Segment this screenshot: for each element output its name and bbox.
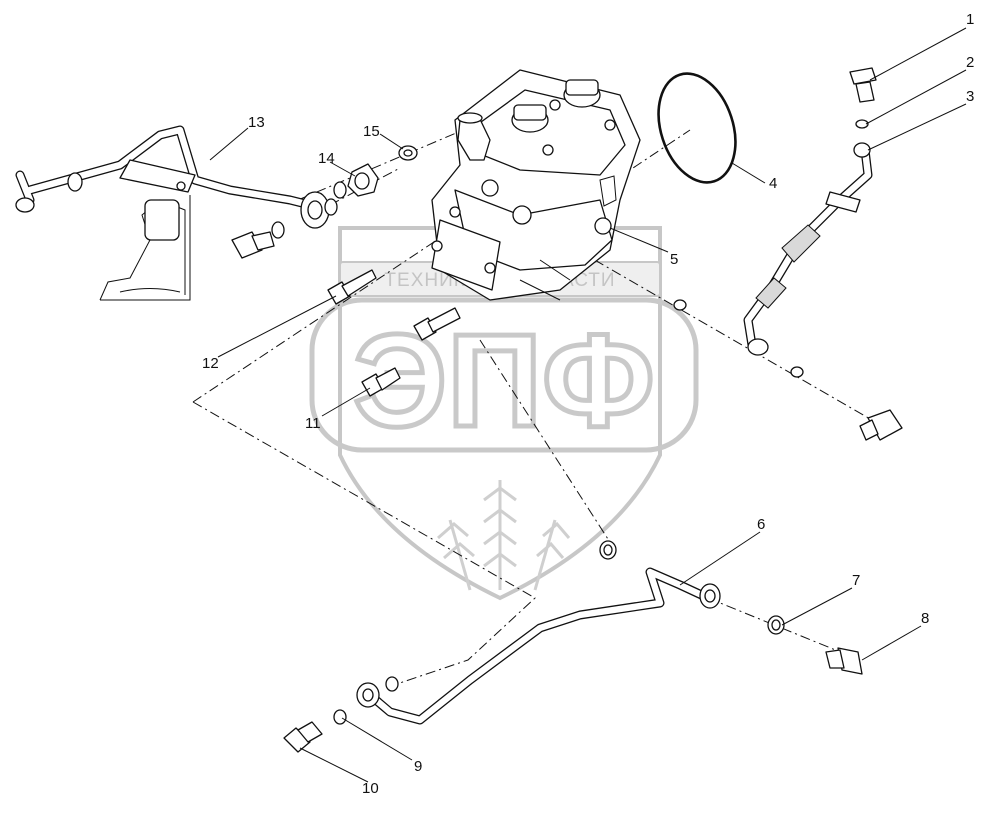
inset-cap <box>144 199 180 241</box>
callout-2: 2 <box>966 54 974 71</box>
part-10-banjo-bolt <box>283 721 323 753</box>
fuel-pump-body <box>431 69 641 301</box>
inset-frame <box>100 195 191 301</box>
leader-lines <box>209 27 967 783</box>
part-1-banjo-bolt <box>849 67 877 103</box>
pipe-3-sleeve <box>781 224 821 263</box>
callout-9: 9 <box>414 758 422 775</box>
right-banjo-bolt <box>859 409 903 441</box>
part-7-washer <box>767 615 785 635</box>
part-12-bolt <box>327 269 377 305</box>
callout-15: 15 <box>363 123 380 140</box>
part-9-washer <box>333 709 347 725</box>
pump-flange-plate <box>431 219 501 291</box>
callout-7: 7 <box>852 572 860 589</box>
part-14-fitting <box>347 163 379 197</box>
pipe-3-banjo <box>747 338 769 356</box>
watermark-logo: ЭПФ <box>353 307 654 454</box>
part-4-o-ring <box>657 72 737 184</box>
callout-10: 10 <box>362 780 379 797</box>
callout-14: 14 <box>318 150 335 167</box>
callout-11: 11 <box>305 415 321 432</box>
part-8-banjo-bolt <box>825 647 863 675</box>
callout-5: 5 <box>670 251 678 268</box>
watermark-shield <box>338 226 662 601</box>
callout-1: 1 <box>966 11 974 28</box>
callout-3: 3 <box>966 88 974 105</box>
part-11-bolt-upper <box>413 307 461 341</box>
pipe-3-clamp <box>825 191 861 213</box>
callout-4: 4 <box>769 175 777 192</box>
callouts: 1 2 3 4 5 6 7 8 9 10 11 12 13 14 15 <box>202 11 974 797</box>
pipe-13-bracket <box>119 159 196 193</box>
part-5-washer <box>673 299 687 311</box>
part-2-washer <box>855 119 869 129</box>
watermark-wheat <box>437 480 571 591</box>
callout-6: 6 <box>757 516 765 533</box>
pipe-6-washer-upper <box>599 540 617 560</box>
watermark-logo-box <box>309 297 699 453</box>
part-11-bolt-lower <box>361 367 401 397</box>
part-13-fasteners <box>231 198 338 259</box>
pipe-6-washer-lower <box>385 676 399 692</box>
part-3-pipe <box>743 142 873 356</box>
callout-8: 8 <box>921 610 929 627</box>
part-6-pipe <box>356 567 721 725</box>
pipe-13-end-left <box>15 197 35 213</box>
assembly-lines <box>192 127 873 689</box>
callout-13: 13 <box>248 114 265 131</box>
part-14-washer <box>333 181 347 199</box>
part-13-pipe-assembly <box>15 125 330 301</box>
callout-12: 12 <box>202 355 219 372</box>
part-15-washer <box>398 145 418 161</box>
part-5-washer-2 <box>790 366 804 378</box>
